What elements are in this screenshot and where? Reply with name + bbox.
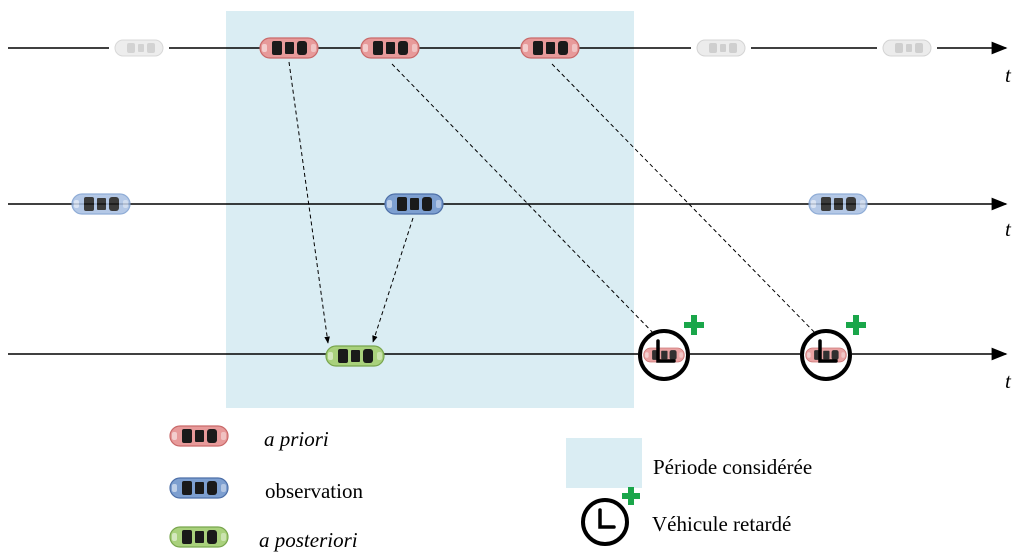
car-observation-2 <box>385 194 443 214</box>
legend-icon-posterior <box>170 527 228 547</box>
delayed-vehicle-2 <box>800 315 866 381</box>
legend-icon-observation <box>170 478 228 498</box>
legend-label-delayed: Véhicule retardé <box>652 512 792 536</box>
legend-icon-prior <box>170 426 228 446</box>
link-prior2-to-delayed1 <box>391 63 661 341</box>
car-prior-3 <box>521 38 579 58</box>
car-observation-3 <box>809 194 867 214</box>
clock-icon <box>638 329 690 381</box>
ghost-car-2 <box>691 36 751 60</box>
car-prior-1 <box>260 38 318 58</box>
time-label-observation: t <box>1005 217 1012 241</box>
legend-label-observation: observation <box>265 479 363 503</box>
legend-icon-delayed <box>581 487 640 546</box>
link-observation-to-posterior <box>372 217 414 343</box>
car-posterior <box>326 346 384 366</box>
time-label-posterior: t <box>1005 369 1012 393</box>
car-prior-2 <box>361 38 419 58</box>
clock-icon <box>800 329 852 381</box>
legend-label-period: Période considérée <box>653 455 813 479</box>
time-label-prior: t <box>1005 63 1012 87</box>
delayed-vehicle-1 <box>638 315 704 381</box>
car-observation-1 <box>72 194 130 214</box>
plus-icon <box>684 315 704 335</box>
legend-label-posterior: a posteriori <box>259 528 358 552</box>
legend-icon-period <box>566 438 642 488</box>
dashed-links <box>288 61 823 344</box>
plus-icon <box>846 315 866 335</box>
link-prior1-to-posterior <box>288 61 330 344</box>
ghost-car-1 <box>109 36 169 60</box>
legend-label-prior: a priori <box>264 427 329 451</box>
ghost-car-3 <box>877 36 937 60</box>
link-prior3-to-delayed2 <box>551 63 823 341</box>
